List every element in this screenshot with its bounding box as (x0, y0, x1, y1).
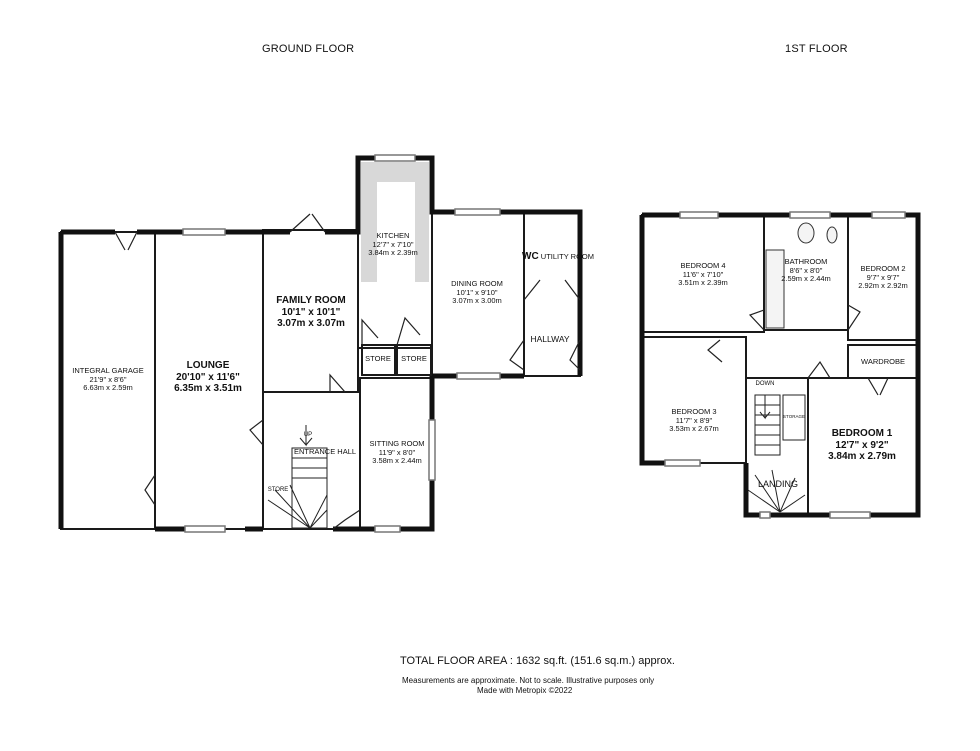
bed1-imperial: 12'7" x 9'2" (835, 439, 889, 451)
measurement-note: Measurements are approximate. Not to sca… (402, 676, 655, 685)
bed3-outline (641, 336, 747, 464)
garage-label: INTEGRAL GARAGE 21'9" x 8'6" 6.63m x 2.5… (72, 366, 144, 393)
bath-label: BATHROOM 8'6" x 8'0" 2.59m x 2.44m (781, 257, 831, 284)
sitting-label: SITTING ROOM 11'9" x 8'0" 3.58m x 2.44m (369, 439, 425, 466)
bed2-metric: 2.92m x 2.92m (858, 281, 908, 291)
family-room-label: FAMILY ROOM 10'1" x 10'1" 3.07m x 3.07m (276, 295, 345, 330)
dining-label: DINING ROOM 10'1" x 9'10" 3.07m x 3.00m (451, 279, 503, 306)
footer: TOTAL FLOOR AREA : 1632 sq.ft. (151.6 sq… (400, 655, 675, 667)
footer-notes: Measurements are approximate. Not to sca… (402, 676, 654, 696)
entrance-outline (262, 391, 361, 530)
kitchen-name: KITCHEN (376, 231, 410, 240)
bed1-metric: 3.84m x 2.79m (828, 451, 896, 462)
store3-label: STORE (267, 487, 289, 493)
bed4-metric: 3.51m x 2.39m (678, 278, 728, 288)
kitchen-metric: 3.84m x 2.39m (368, 248, 418, 258)
store1-label: STORE (365, 354, 391, 363)
dining-imperial: 10'1" x 9'10" (456, 287, 498, 297)
entrance-label: ENTRANCE HALL (293, 447, 357, 456)
utility-outline (523, 211, 581, 377)
landing-down-label: DOWN (755, 381, 775, 387)
bed2-label: BEDROOM 2 9'7" x 9'7" 2.92m x 2.92m (858, 264, 908, 291)
dining-name: DINING ROOM (451, 279, 503, 288)
landing-label: LANDING (757, 479, 799, 489)
metropix-credit: Made with Metropix ©2022 (477, 686, 573, 695)
ground-floor-heading: GROUND FLOOR (262, 43, 355, 55)
bath-name: BATHROOM (784, 257, 828, 266)
landing-storage-label: STORAGE (783, 414, 805, 419)
bed4-label: BEDROOM 4 11'6" x 7'10" 3.51m x 2.39m (678, 261, 728, 288)
sitting-imperial: 11'9" x 8'0" (378, 447, 416, 457)
lounge-label: LOUNGE 20'10" x 11'6" 6.35m x 3.51m (174, 360, 242, 395)
store2-label: STORE (401, 354, 427, 363)
family-room-name: FAMILY ROOM (276, 295, 346, 306)
sitting-name: SITTING ROOM (369, 439, 425, 448)
lounge-imperial: 20'10" x 11'6" (176, 371, 240, 383)
family-room-imperial: 10'1" x 10'1" (281, 306, 341, 318)
bed3-imperial: 11'7" x 8'9" (675, 415, 713, 425)
hallway-label: HALLWAY (530, 334, 570, 344)
bed2-imperial: 9'7" x 9'7" (866, 272, 900, 282)
bed2-name: BEDROOM 2 (860, 264, 906, 273)
bed1-name: BEDROOM 1 (831, 428, 893, 439)
bed3-metric: 3.53m x 2.67m (669, 424, 719, 434)
lounge-metric: 6.35m x 3.51m (174, 383, 242, 394)
total-floor-area: TOTAL FLOOR AREA : 1632 sq.ft. (151.6 sq… (400, 655, 675, 667)
wc-text: WC (522, 251, 539, 262)
bed1-label: BEDROOM 1 12'7" x 9'2" 3.84m x 2.79m (828, 428, 896, 463)
entrance-up-label: UP (303, 432, 313, 438)
wardrobe-label: WARDROBE (861, 357, 905, 366)
sitting-metric: 3.58m x 2.44m (372, 456, 422, 466)
bed3-label: BEDROOM 3 11'7" x 8'9" 3.53m x 2.67m (669, 407, 719, 434)
family-room-metric: 3.07m x 3.07m (277, 318, 345, 329)
garage-metric: 6.63m x 2.59m (83, 383, 133, 393)
utility-label: WC UTILITY ROOM (522, 251, 594, 263)
store1-outline (361, 344, 396, 376)
kitchen-label: KITCHEN 12'7" x 7'10" 3.84m x 2.39m (368, 231, 418, 258)
garage-name: INTEGRAL GARAGE (72, 366, 144, 375)
lounge-name: LOUNGE (186, 360, 230, 371)
dining-metric: 3.07m x 3.00m (452, 296, 502, 306)
bath-metric: 2.59m x 2.44m (781, 274, 831, 284)
kitchen-imperial: 12'7" x 7'10" (372, 239, 414, 249)
bed4-name: BEDROOM 4 (680, 261, 726, 270)
bed3-name: BEDROOM 3 (671, 407, 717, 416)
bed4-imperial: 11'6" x 7'10" (682, 269, 724, 279)
first-floor-heading: 1ST FLOOR (785, 43, 848, 55)
bath-imperial: 8'6" x 8'0" (789, 265, 823, 275)
garage-imperial: 21'9" x 8'6" (89, 374, 127, 384)
store2-outline (396, 344, 432, 376)
utility-name: UTILITY ROOM (540, 252, 594, 261)
